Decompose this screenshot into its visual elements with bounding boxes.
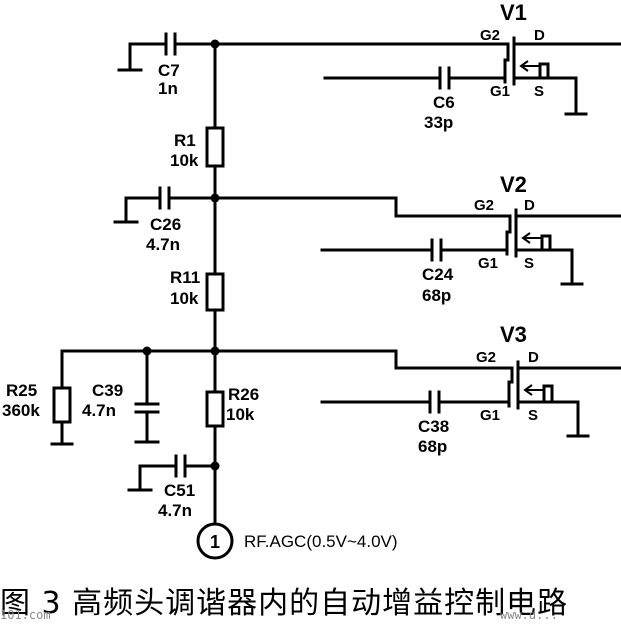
r11-value: 10k	[170, 289, 199, 308]
v1-drain-pin: D	[534, 27, 545, 44]
v3-drain-pin: D	[528, 349, 539, 366]
terminal-number: 1	[210, 532, 220, 552]
c26-name: C26	[150, 215, 181, 234]
v3-name: V3	[500, 322, 527, 347]
v2-source-pin: S	[524, 255, 534, 272]
v2-g2-wire	[213, 196, 512, 218]
c6-capacitor	[323, 66, 507, 90]
c6-name: C6	[433, 93, 455, 112]
v1-transistor	[503, 36, 621, 116]
c38-name: C38	[418, 417, 449, 436]
c38-capacitor	[320, 390, 511, 414]
c38-value: 68p	[418, 437, 447, 456]
c51-value: 4.7n	[158, 501, 192, 520]
v2-transistor	[505, 208, 621, 286]
c39-value: 4.7n	[82, 401, 116, 420]
c7-capacitor	[117, 32, 217, 72]
v2-g2-pin: G2	[474, 197, 494, 214]
v1-g1-pin: G1	[490, 83, 510, 100]
r11-name: R11	[170, 268, 200, 287]
c7-name: C7	[158, 61, 180, 80]
r26-resistor	[205, 390, 225, 428]
r11-resistor	[205, 272, 225, 312]
c51-capacitor	[127, 454, 217, 492]
r1-value: 10k	[170, 151, 199, 170]
v1-name: V1	[500, 0, 527, 25]
c24-capacitor	[320, 238, 509, 262]
r1-resistor	[205, 126, 225, 168]
v3-g2-pin: G2	[476, 349, 496, 366]
r25-resistor	[50, 349, 74, 446]
r26-value: 10k	[226, 405, 255, 424]
figure-caption: 图 3 高频头调谐器内的自动增益控制电路	[0, 586, 569, 621]
c39-capacitor	[134, 349, 160, 444]
v1-source-pin: S	[534, 83, 544, 100]
v2-name: V2	[500, 172, 527, 197]
c7-value: 1n	[158, 79, 178, 98]
v3-source-pin: S	[528, 407, 538, 424]
v3-g1-pin: G1	[480, 407, 500, 424]
r1-name: R1	[174, 131, 196, 150]
watermark-left: 101.com	[0, 608, 51, 622]
c26-capacitor	[113, 186, 217, 224]
r25-value: 360k	[2, 401, 40, 420]
v3-g2-wire	[213, 349, 514, 370]
watermark-right: www.d...	[500, 608, 558, 622]
v2-drain-pin: D	[524, 197, 535, 214]
c6-value: 33p	[424, 113, 453, 132]
terminal-circle	[196, 522, 234, 560]
c24-value: 68p	[422, 286, 451, 305]
v1-g2-pin: G2	[480, 27, 500, 44]
r25-name: R25	[6, 381, 37, 400]
v2-g1-pin: G1	[478, 255, 498, 272]
c26-value: 4.7n	[146, 235, 180, 254]
terminal-label: RF.AGC(0.5V~4.0V)	[244, 532, 398, 551]
v3-transistor	[507, 360, 621, 438]
c51-name: C51	[164, 481, 195, 500]
c24-name: C24	[422, 265, 454, 284]
r26-name: R26	[228, 385, 259, 404]
c39-name: C39	[92, 381, 123, 400]
